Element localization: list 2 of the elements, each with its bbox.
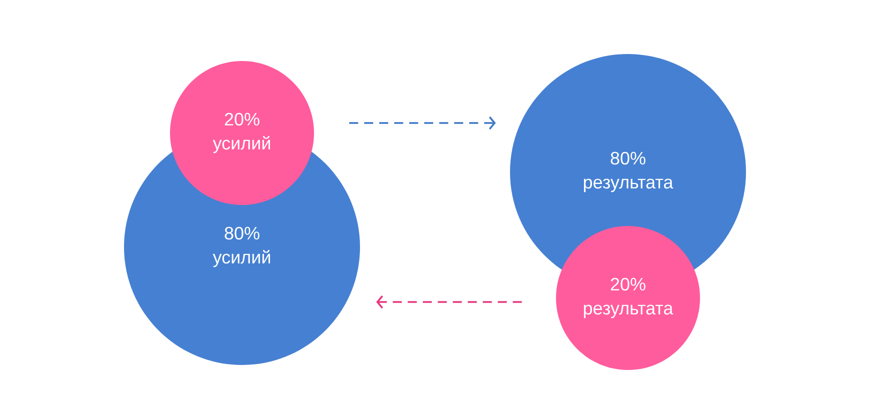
dashed-arrow — [376, 295, 522, 309]
dashed-arrow — [349, 116, 496, 130]
